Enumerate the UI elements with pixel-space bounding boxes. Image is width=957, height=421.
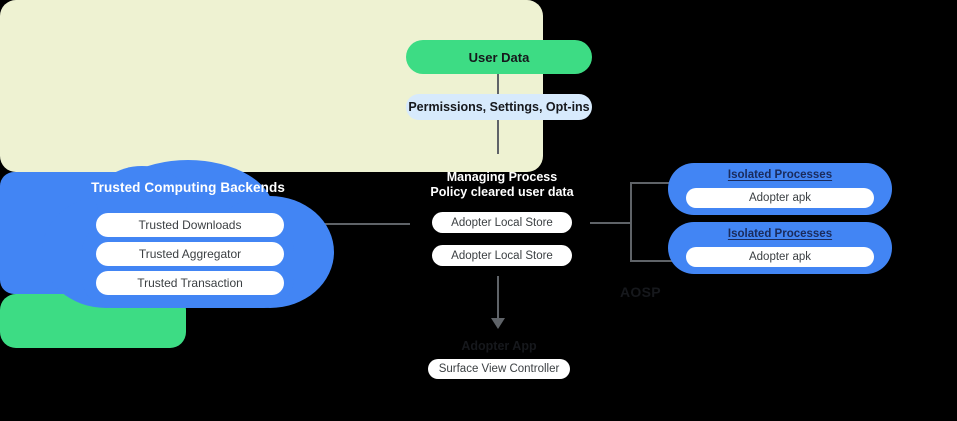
isolated-process-title-2[interactable]: Isolated Processes bbox=[727, 228, 833, 240]
adopter-app-title: Adopter App bbox=[461, 339, 537, 353]
cloud-item-trusted-downloads[interactable]: Trusted Downloads bbox=[96, 213, 284, 237]
managing-process-title-line1: Managing Process bbox=[446, 170, 558, 184]
permissions-settings-optins-node[interactable]: Permissions, Settings, Opt-ins bbox=[406, 94, 592, 120]
adopter-apk-2[interactable]: Adopter apk bbox=[686, 247, 874, 267]
cloud-item-trusted-transaction[interactable]: Trusted Transaction bbox=[96, 271, 284, 295]
arrowhead-down-icon bbox=[491, 318, 505, 329]
connector-split-stem bbox=[590, 222, 632, 224]
connector-userdata-to-permissions bbox=[497, 74, 499, 94]
cloud-title: Trusted Computing Backends bbox=[91, 180, 285, 195]
aosp-container bbox=[0, 0, 543, 172]
managing-process-title: Managing Process Policy cleared user dat… bbox=[409, 170, 595, 200]
connector-permissions-to-managing-process bbox=[497, 120, 499, 154]
aosp-label: AOSP bbox=[620, 284, 661, 300]
connector-split-to-isolated-process-2 bbox=[630, 260, 672, 262]
user-data-node[interactable]: User Data bbox=[406, 40, 592, 74]
managing-process-title-line2: Policy cleared user data bbox=[430, 185, 574, 199]
connector-cloud-to-managing-process bbox=[318, 223, 410, 225]
isolated-process-title-1[interactable]: Isolated Processes bbox=[727, 169, 833, 181]
adopter-local-store-1[interactable]: Adopter Local Store bbox=[432, 212, 572, 233]
adopter-local-store-2[interactable]: Adopter Local Store bbox=[432, 245, 572, 266]
connector-managing-process-to-adopter-app bbox=[497, 276, 499, 322]
connector-split-spine bbox=[630, 182, 632, 262]
connector-split-to-isolated-process-1 bbox=[630, 182, 672, 184]
surface-view-controller[interactable]: Surface View Controller bbox=[428, 359, 570, 379]
adopter-apk-1[interactable]: Adopter apk bbox=[686, 188, 874, 208]
cloud-item-trusted-aggregator[interactable]: Trusted Aggregator bbox=[96, 242, 284, 266]
